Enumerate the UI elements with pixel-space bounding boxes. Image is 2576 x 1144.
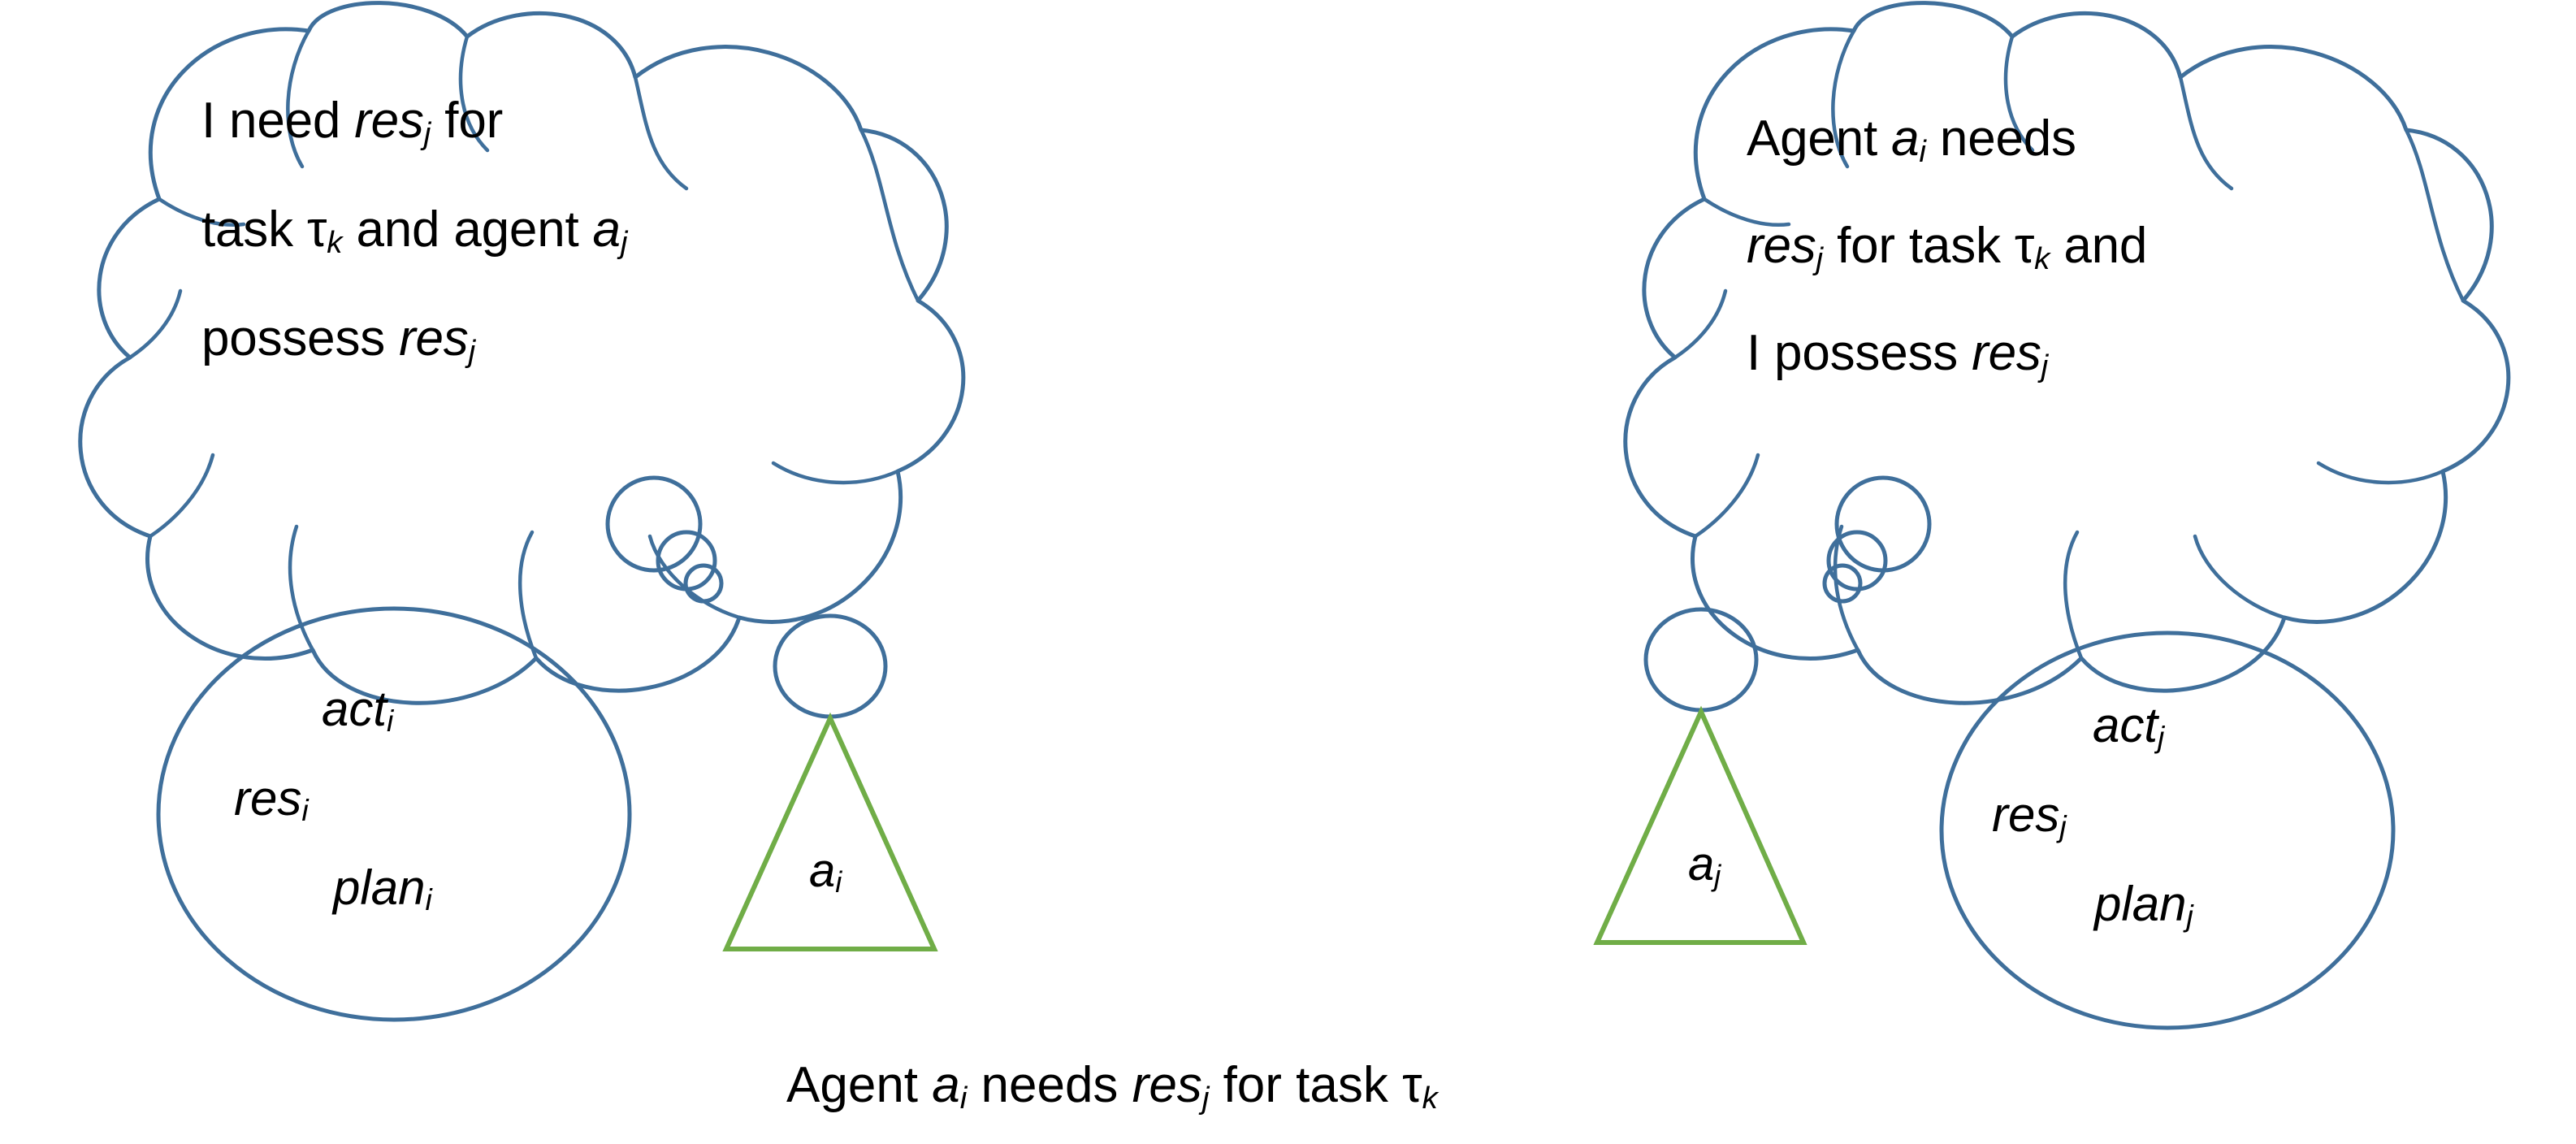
right-cloud-tick-5	[2316, 461, 2445, 485]
right-cloud-tick-4	[2404, 128, 2466, 303]
diagram-caption: Agent ai needs resj for task τk	[786, 1057, 1438, 1116]
left-cloud-tick-6	[647, 534, 742, 620]
left-agent-head	[773, 613, 888, 719]
right-tail-bubble-large	[1834, 475, 1932, 573]
right-bubble-line-2: resj for task τk and	[1747, 218, 2148, 276]
left-cloud-tick-4	[859, 128, 920, 303]
right-tail-bubble-small	[1822, 563, 1863, 604]
right-agent-body-triangle	[1593, 705, 1808, 945]
left-agent-figure	[722, 613, 938, 951]
left-cloud-tick-2	[458, 34, 490, 153]
left-agent-label: ai	[809, 844, 842, 899]
left-bubble-line-3: possess resj	[201, 310, 476, 369]
left-cloud-tick-1	[286, 28, 311, 169]
left-tail-bubble-small	[683, 563, 724, 604]
left-bubble-line-1: I need resj for	[201, 93, 504, 151]
left-circle-item-act: acti	[322, 682, 394, 739]
left-cloud-tick-10	[128, 288, 183, 360]
right-bubble-line-3: I possess resj	[1747, 325, 2049, 384]
right-cloud-tick-9	[1693, 453, 1760, 539]
right-agent-figure	[1593, 607, 1808, 945]
left-tail-bubble-large	[605, 475, 703, 573]
right-cloud-tick-11	[1702, 197, 1791, 227]
left-agent-body-triangle	[722, 712, 938, 951]
right-circle-item-act: actj	[2093, 698, 2165, 755]
right-thought-bubble	[1623, 1, 2511, 705]
left-circle-item-res: resi	[234, 771, 309, 828]
left-cloud-tick-7	[518, 530, 539, 661]
right-circle-item-res: resj	[1992, 787, 2067, 844]
left-knowledge-circle	[156, 606, 632, 1022]
right-agent-label: aj	[1688, 838, 1721, 893]
right-cloud-tick-6	[2193, 534, 2287, 620]
right-cloud-tick-10	[1673, 288, 1728, 360]
left-cloud-tick-3	[633, 75, 689, 191]
left-circle-item-plan: plani	[333, 860, 432, 917]
right-bubble-line-1: Agent ai needs	[1747, 110, 2076, 169]
right-circle-item-plan: planj	[2094, 877, 2193, 934]
right-cloud-tick-1	[1831, 28, 1856, 169]
left-bubble-line-2: task τk and agent aj	[201, 202, 628, 260]
right-cloud-tick-7	[2063, 530, 2084, 661]
right-tail-bubble-medium	[1826, 530, 1888, 592]
right-knowledge-circle	[1939, 630, 2396, 1030]
right-cloud-tick-3	[2178, 75, 2234, 191]
right-cloud-tick-2	[2003, 34, 2035, 153]
left-thought-bubble	[78, 1, 966, 705]
left-cloud-tick-11	[157, 197, 246, 227]
left-cloud-tick-5	[771, 461, 900, 485]
left-cloud-tick-8	[288, 524, 315, 652]
left-cloud-tick-9	[148, 453, 215, 539]
right-agent-head	[1643, 607, 1759, 713]
